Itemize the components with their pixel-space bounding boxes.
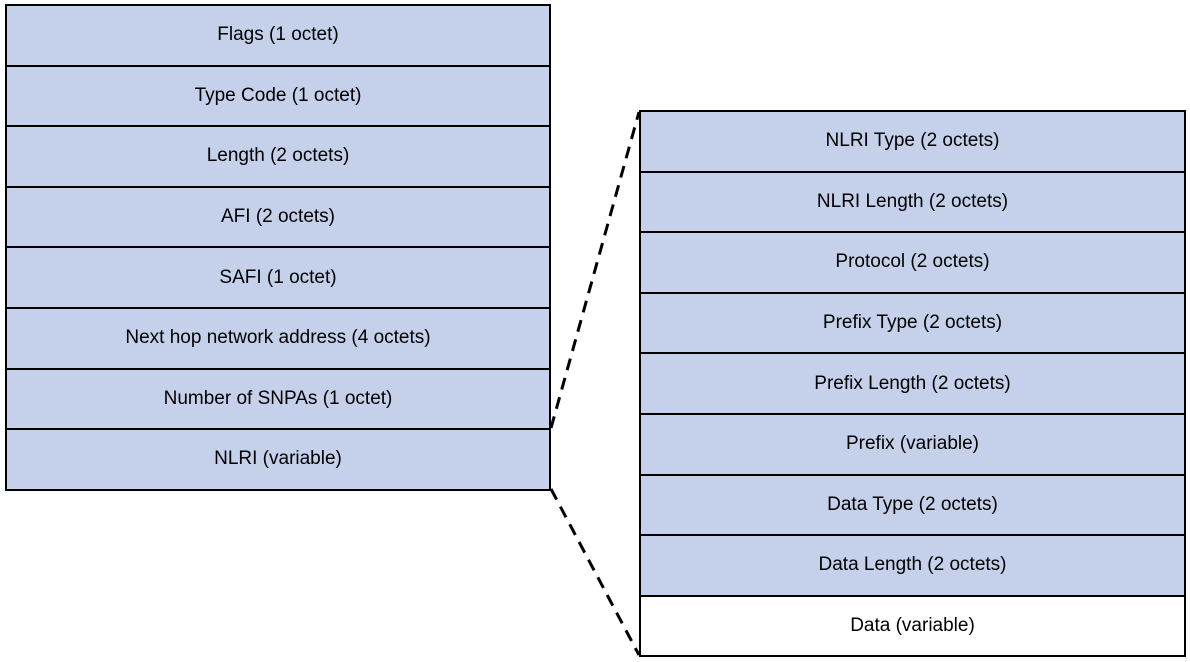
connector-bottom-dashed-line bbox=[549, 488, 641, 656]
field-data-length: Data Length (2 octets) bbox=[641, 536, 1184, 597]
field-prefix-length: Prefix Length (2 octets) bbox=[641, 354, 1184, 415]
nlri-detail-stack: NLRI Type (2 octets) NLRI Length (2 octe… bbox=[639, 110, 1186, 658]
field-prefix: Prefix (variable) bbox=[641, 414, 1184, 476]
field-next-hop-address: Next hop network address (4 octets) bbox=[7, 308, 549, 370]
field-number-of-snpas: Number of SNPAs (1 octet) bbox=[7, 369, 549, 431]
field-afi: AFI (2 octets) bbox=[7, 187, 549, 249]
field-nlri-length: NLRI Length (2 octets) bbox=[641, 172, 1184, 234]
field-safi: SAFI (1 octet) bbox=[7, 248, 549, 309]
connector-top-dashed-line bbox=[549, 111, 641, 429]
field-protocol: Protocol (2 octets) bbox=[641, 233, 1184, 294]
mp-reach-nlri-attribute-stack: Flags (1 octet) Type Code (1 octet) Leng… bbox=[5, 4, 551, 491]
field-data: Data (variable) bbox=[641, 596, 1184, 658]
field-data-type: Data Type (2 octets) bbox=[641, 475, 1184, 537]
field-length: Length (2 octets) bbox=[7, 127, 549, 188]
field-nlri: NLRI (variable) bbox=[7, 430, 549, 491]
field-prefix-type: Prefix Type (2 octets) bbox=[641, 293, 1184, 355]
field-type-code: Type Code (1 octet) bbox=[7, 66, 549, 128]
field-nlri-type: NLRI Type (2 octets) bbox=[641, 112, 1184, 173]
field-flags: Flags (1 octet) bbox=[7, 6, 549, 67]
